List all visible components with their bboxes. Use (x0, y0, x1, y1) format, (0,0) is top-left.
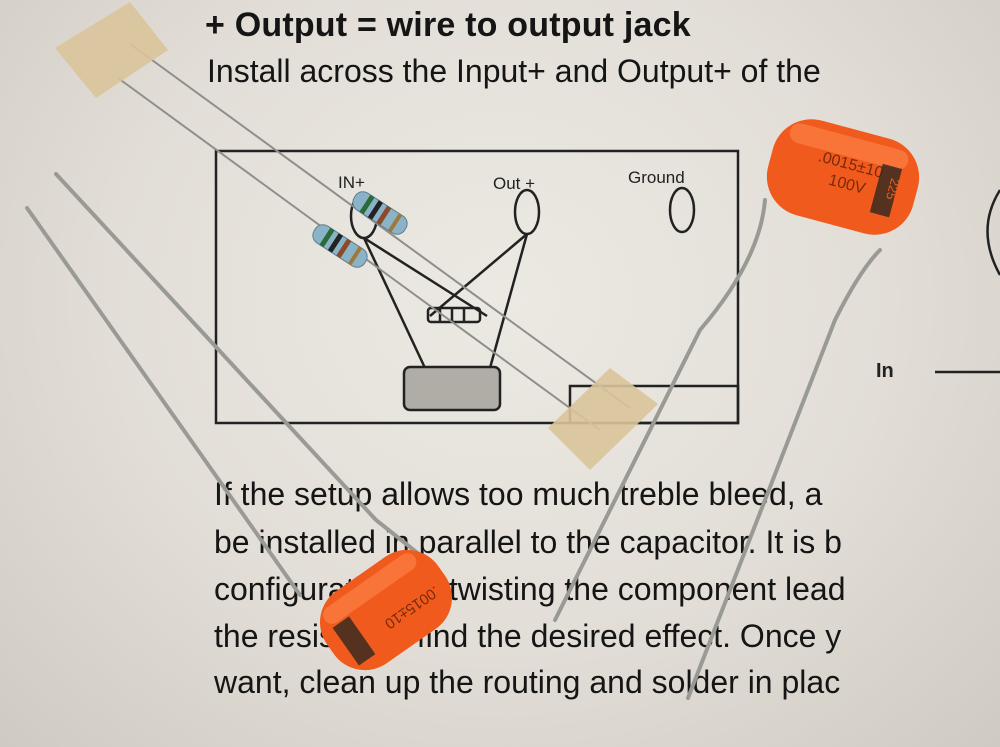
wiring-diagram (214, 149, 1000, 425)
label-output-plus: Out + (493, 174, 536, 193)
resistor-2 (312, 224, 368, 268)
right-capacitor-leads (553, 198, 882, 700)
label-ground: Ground (628, 168, 685, 187)
paragraph-line-5: want, clean up the routing and solder in… (214, 664, 841, 700)
paragraph-line-1: If the setup allows too much treble blee… (214, 476, 823, 512)
diagram-outline (214, 149, 740, 425)
output-plus-terminal (513, 188, 541, 236)
diagram-resistor-symbol (426, 306, 482, 324)
label-in: In (876, 360, 894, 382)
diagram-wire (488, 233, 529, 369)
document-instruction-line: Install across the Input+ and Output+ of… (207, 53, 821, 89)
paragraph-line-3: configuration by twisting the component … (214, 571, 846, 607)
paragraph-line-2: be installed in parallel to the capacito… (214, 524, 842, 560)
diagram-wire (429, 233, 528, 317)
diagram-wire (363, 236, 488, 318)
label-input-plus: IN+ (338, 173, 365, 192)
left-capacitor-leads (25, 172, 422, 597)
diagram-pot-body (402, 365, 502, 412)
capacitor-marking-code: 225 (883, 177, 903, 202)
ground-terminal (668, 186, 696, 234)
document-heading: + Output = wire to output jack (205, 6, 691, 44)
capacitor-left: .0015±10 (319, 549, 453, 671)
paragraph-line-4: the resistor to find the desired effect.… (214, 618, 842, 654)
tape-top-left (55, 2, 168, 98)
resistor-leads (117, 43, 631, 431)
resistor-1 (352, 191, 408, 235)
diagram-circle-edge (986, 189, 1000, 276)
diagram-wire (362, 237, 427, 369)
capacitor-right: .0015±10 100V 225 (766, 119, 920, 235)
tape-bottom-right (548, 368, 658, 470)
